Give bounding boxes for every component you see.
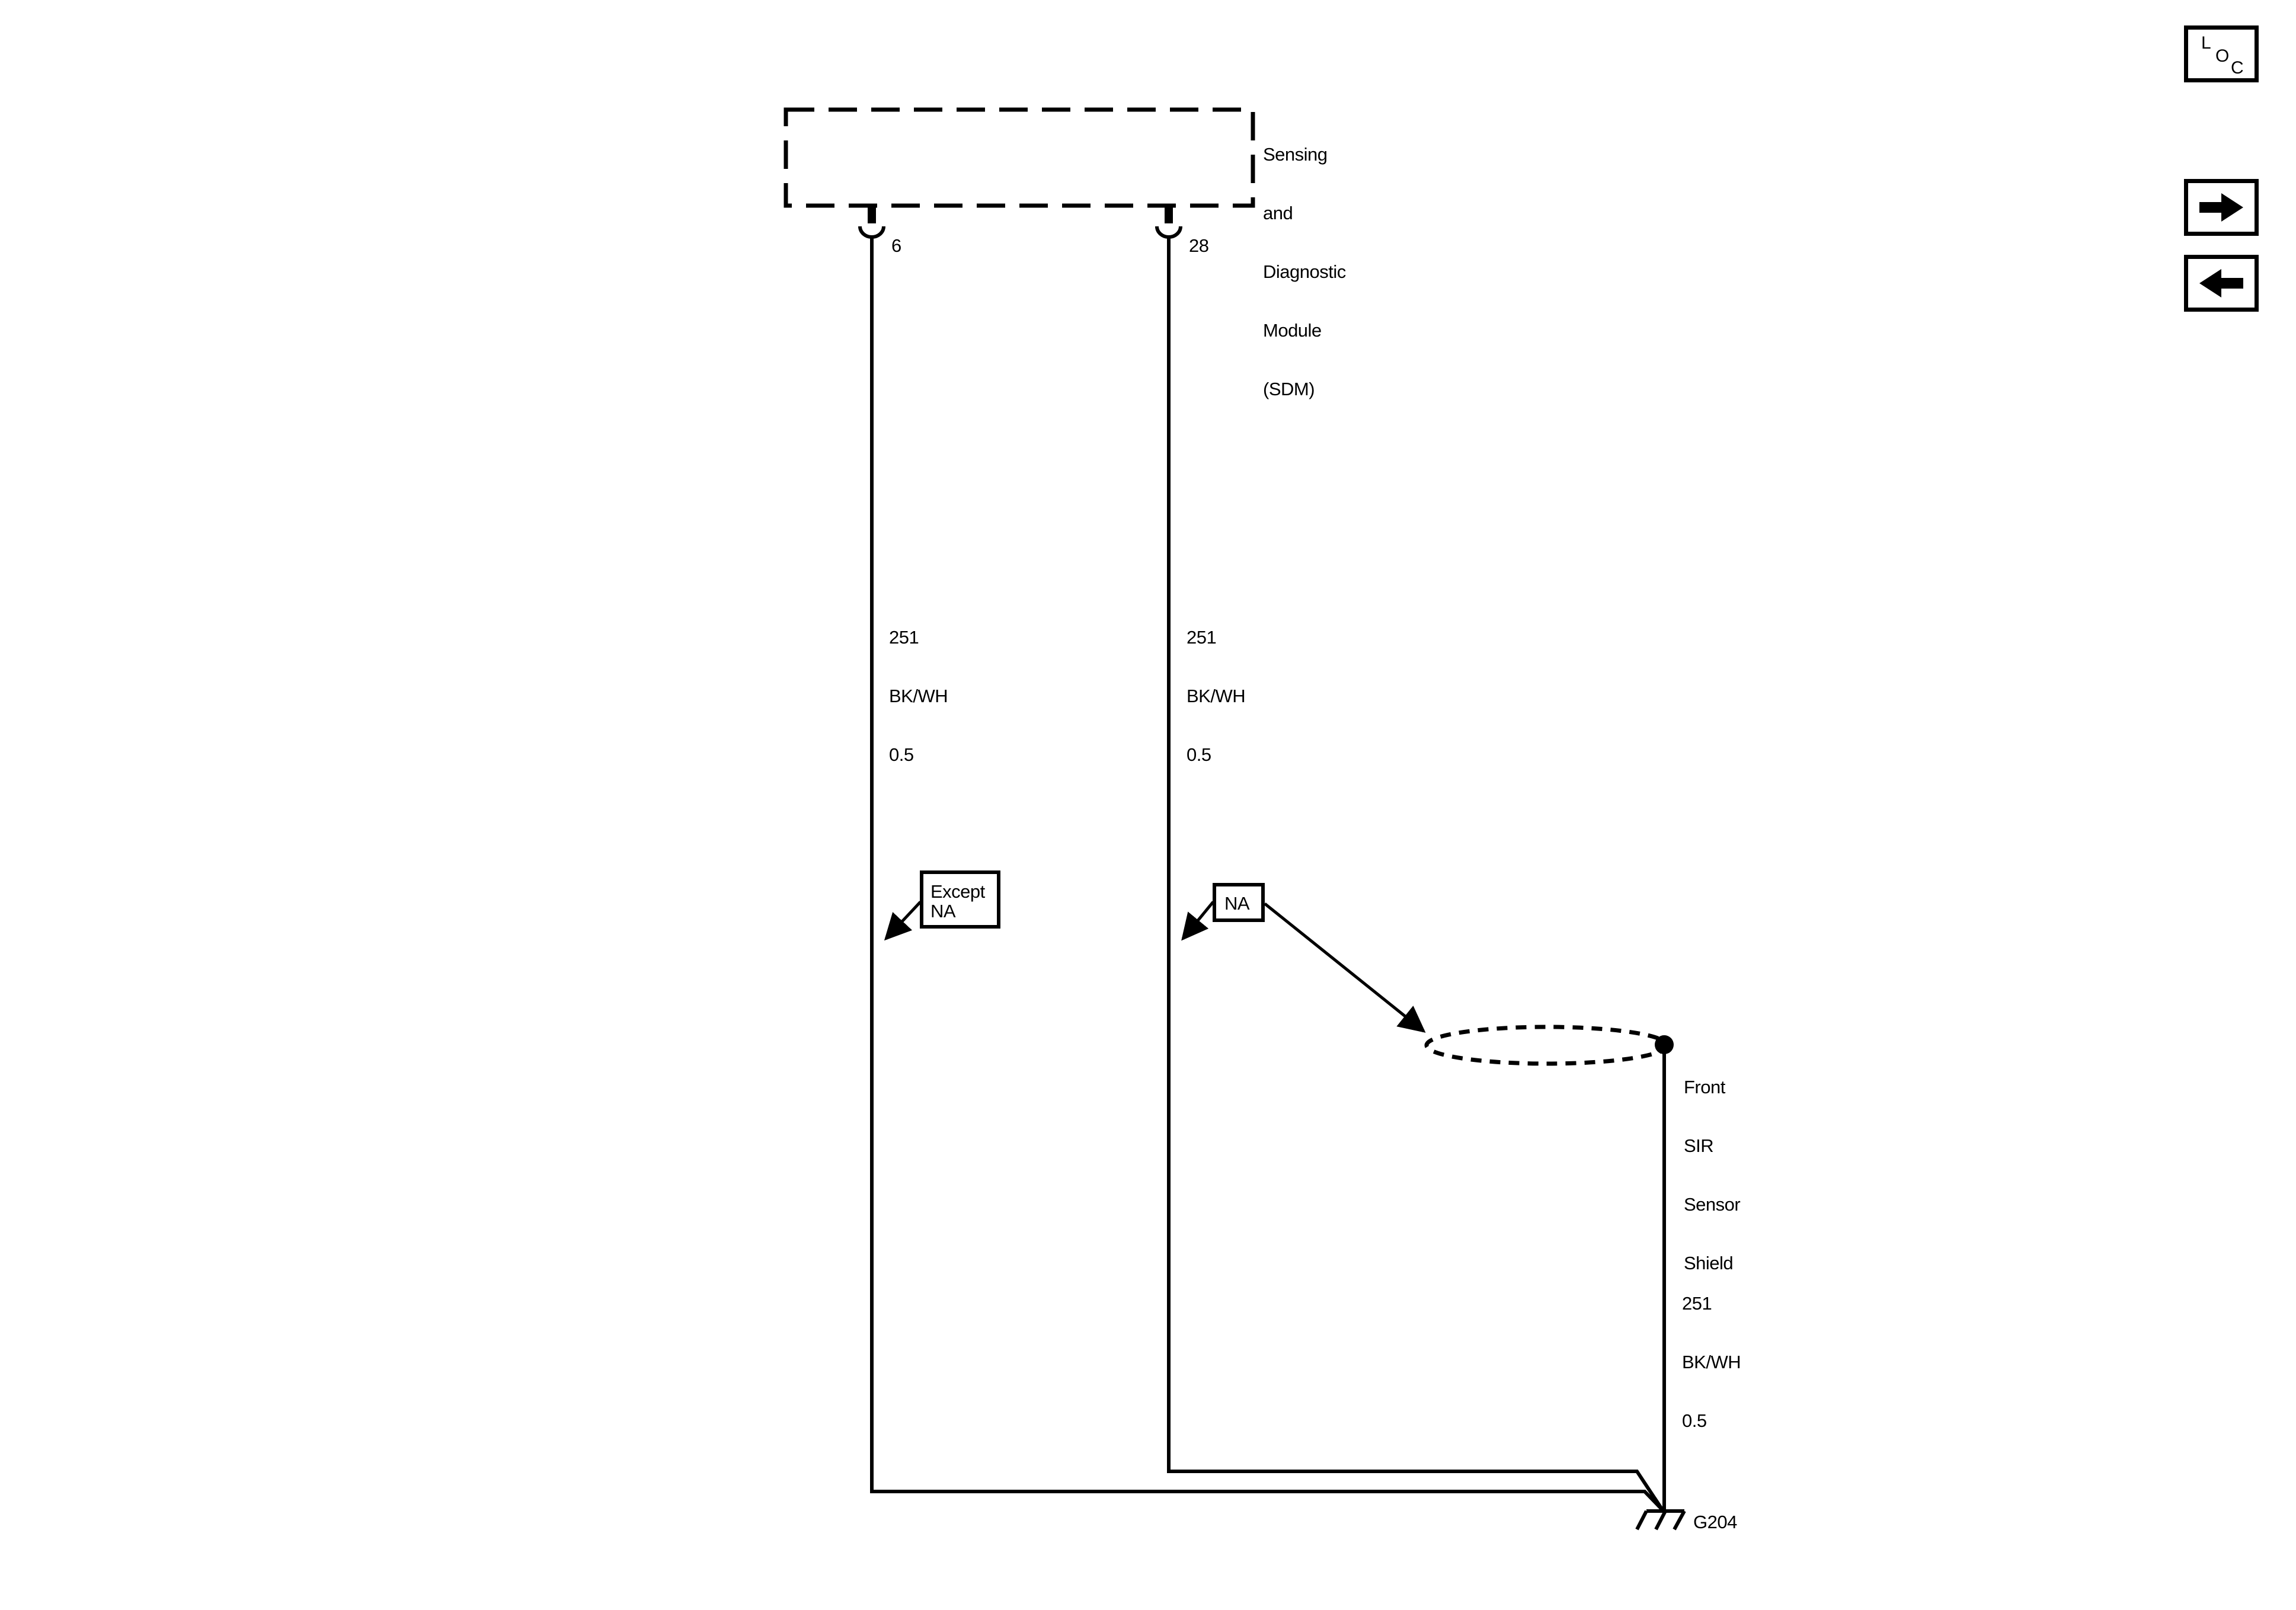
arrow-right-icon xyxy=(2199,193,2243,222)
pin-6-connector xyxy=(858,206,885,239)
sdm-label-line: Module xyxy=(1263,320,1322,341)
wire-pin-6 xyxy=(870,237,1664,1512)
shield-label: Front SIR Sensor Shield xyxy=(1684,1038,1741,1292)
option-tag-line: Except xyxy=(930,881,985,902)
sdm-module-outline xyxy=(784,107,1255,208)
wire-color: BK/WH xyxy=(889,686,948,706)
sdm-label-line: (SDM) xyxy=(1263,379,1315,399)
option-tag-line: NA xyxy=(930,901,956,921)
wire-circuit: 251 xyxy=(1682,1293,1712,1314)
shield-splice-dot xyxy=(1655,1035,1674,1054)
shield-ellipse xyxy=(1424,1025,1670,1066)
shield-label-line: Shield xyxy=(1684,1253,1734,1273)
shield-label-line: SIR xyxy=(1684,1135,1714,1156)
wire-circuit: 251 xyxy=(1187,627,1217,648)
wire-pin-6-label: 251 BK/WH 0.5 xyxy=(889,588,948,784)
wire-size: 0.5 xyxy=(1187,744,1211,765)
loc-letter-o: O xyxy=(2215,46,2230,66)
wire-pin-28 xyxy=(1167,237,1664,1511)
wire-color: BK/WH xyxy=(1682,1352,1741,1372)
pin-28-connector xyxy=(1155,206,1182,239)
wire-circuit: 251 xyxy=(889,627,919,648)
location-button[interactable]: L O C xyxy=(2184,25,2259,82)
previous-page-button[interactable] xyxy=(2184,255,2259,312)
loc-letter-l: L xyxy=(2201,33,2211,53)
wire-shield-label: 251 BK/WH 0.5 xyxy=(1682,1254,1741,1450)
except-na-option-tag: Except NA xyxy=(920,870,1000,929)
sdm-label-line: Sensing xyxy=(1263,144,1328,165)
except-na-pointer-arrow xyxy=(884,901,922,941)
pin-28-label: 28 xyxy=(1189,235,1209,256)
shield-label-line: Front xyxy=(1684,1077,1725,1097)
next-page-button[interactable] xyxy=(2184,179,2259,236)
na-pointer-arrow-left xyxy=(1181,901,1214,941)
sdm-module-label: Sensing and Diagnostic Module (SDM) xyxy=(1263,105,1346,418)
ground-label: G204 xyxy=(1693,1512,1737,1532)
shield-label-line: Sensor xyxy=(1684,1194,1741,1215)
sdm-label-line: and xyxy=(1263,203,1293,223)
loc-letter-c: C xyxy=(2231,58,2244,78)
na-option-tag: NA xyxy=(1213,883,1265,922)
wire-size: 0.5 xyxy=(1682,1410,1707,1431)
wire-color: BK/WH xyxy=(1187,686,1246,706)
pin-6-label: 6 xyxy=(891,235,901,256)
arrow-left-icon xyxy=(2199,269,2243,297)
option-tag-line: NA xyxy=(1224,893,1250,914)
ground-symbol-icon xyxy=(1635,1509,1686,1531)
na-pointer-arrow-shield xyxy=(1264,902,1426,1033)
wire-pin-28-label: 251 BK/WH 0.5 xyxy=(1187,588,1246,784)
wire-size: 0.5 xyxy=(889,744,914,765)
sdm-label-line: Diagnostic xyxy=(1263,261,1346,282)
